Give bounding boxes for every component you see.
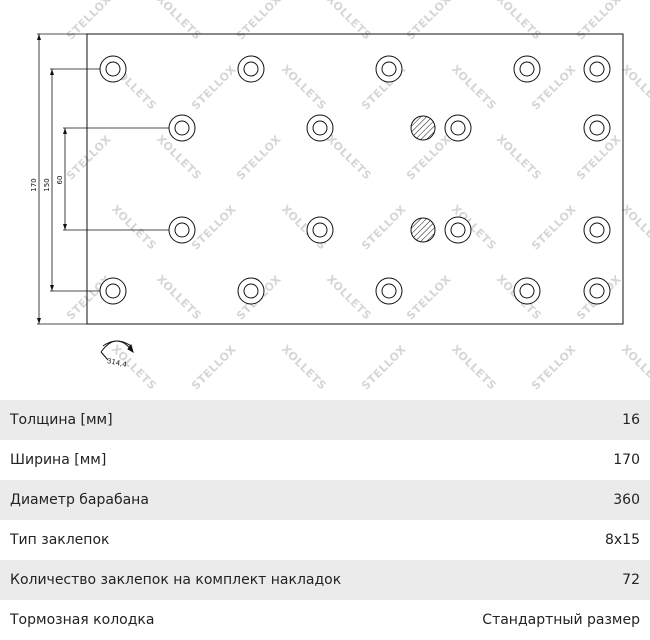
spec-label: Толщина [мм]: [10, 412, 113, 428]
spec-row: Толщина [мм] 16: [0, 400, 650, 440]
watermark-text: XOLLETS: [324, 0, 374, 43]
spec-value: 170: [613, 452, 640, 468]
watermark-text: XOLLETS: [619, 62, 650, 112]
watermark-text: STELLOX: [64, 0, 114, 42]
arc-length-symbol: [100, 340, 134, 361]
dimension-label-height: 170: [30, 178, 38, 191]
spec-value: 8x15: [604, 532, 640, 548]
rivet-holes: [99, 55, 611, 305]
rivet-hole: [306, 216, 334, 244]
watermark-pattern: STELLOX XOLLETS STELLOX XOLLETS STELLOX XOLLE…: [64, 0, 650, 393]
watermark-text: STELLOX: [574, 0, 624, 42]
watermark-text: XOLLETS: [494, 132, 544, 182]
spec-row: Ширина [мм] 170: [0, 440, 650, 480]
watermark-text: STELLOX: [234, 0, 284, 42]
lining-outline: [86, 33, 624, 325]
rivet-hole: [168, 114, 196, 142]
watermark-text: STELLOX: [404, 273, 454, 323]
hatched-rivet-mark: [410, 217, 436, 243]
rivet-hole: [444, 114, 472, 142]
spec-label: Тип заклепок: [10, 532, 110, 548]
spec-label: Тормозная колодка: [10, 612, 155, 628]
watermark-text: STELLOX: [404, 133, 454, 183]
rivet-hole: [168, 216, 196, 244]
watermark-text: STELLOX: [189, 203, 239, 253]
rivet-hole: [99, 277, 127, 305]
watermark-text: STELLOX: [64, 133, 114, 183]
dimension-arrows: [37, 34, 67, 324]
watermark-text: XOLLETS: [154, 272, 204, 322]
rivet-hole: [99, 55, 127, 83]
spec-label: Количество заклепок на комплект накладок: [10, 572, 342, 588]
watermark-text: STELLOX: [359, 203, 409, 253]
watermark-text: XOLLETS: [619, 202, 650, 252]
rivet-hole: [513, 277, 541, 305]
watermark-text: XOLLETS: [619, 342, 650, 392]
watermark-text: XOLLETS: [449, 62, 499, 112]
dimension-lines: [37, 33, 178, 325]
watermark-text: STELLOX: [189, 343, 239, 393]
rivet-hole: [306, 114, 334, 142]
rivet-hole: [583, 277, 611, 305]
rivet-hole: [513, 55, 541, 83]
spec-row: Количество заклепок на комплект накладок…: [0, 560, 650, 600]
watermark-text: STELLOX: [529, 343, 579, 393]
hatched-rivet-mark: [410, 115, 436, 141]
spec-label: Диаметр барабана: [10, 492, 149, 508]
rivet-hole: [583, 216, 611, 244]
watermark-text: XOLLETS: [109, 342, 159, 392]
watermark-text: STELLOX: [234, 133, 284, 183]
dimension-label-inner-span: 60: [56, 176, 64, 185]
spec-row: Тормозная колодка Стандартный размер: [0, 600, 650, 640]
spec-row: Тип заклепок 8x15: [0, 520, 650, 560]
spec-value: 16: [622, 412, 640, 428]
spec-value: Стандартный размер: [482, 612, 640, 628]
rivet-hole: [583, 55, 611, 83]
spec-value: 72: [622, 572, 640, 588]
rivet-hole: [583, 114, 611, 142]
dimension-label-outer-span: 150: [43, 178, 51, 191]
watermark-text: XOLLETS: [324, 272, 374, 322]
rivet-hole: [375, 277, 403, 305]
spec-value: 360: [613, 492, 640, 508]
spec-label: Ширина [мм]: [10, 452, 107, 468]
watermark-text: STELLOX: [359, 343, 409, 393]
watermark-text: XOLLETS: [279, 342, 329, 392]
rivet-hole: [375, 55, 403, 83]
watermark-text: STELLOX: [404, 0, 454, 42]
spec-row: Диаметр барабана 360: [0, 480, 650, 520]
watermark-text: XOLLETS: [494, 0, 544, 43]
watermark-text: XOLLETS: [279, 62, 329, 112]
rivet-hole: [237, 55, 265, 83]
watermark-text: XOLLETS: [109, 202, 159, 252]
watermark-text: XOLLETS: [449, 342, 499, 392]
rivet-hole: [237, 277, 265, 305]
watermark-text: XOLLETS: [324, 132, 374, 182]
watermark-text: XOLLETS: [154, 0, 204, 43]
brake-lining-drawing: STELLOX XOLLETS STELLOX XOLLETS STELLOX XOLLE…: [30, 0, 650, 393]
watermark-text: STELLOX: [529, 203, 579, 253]
rivet-hole: [444, 216, 472, 244]
watermark-text: STELLOX: [189, 63, 239, 113]
